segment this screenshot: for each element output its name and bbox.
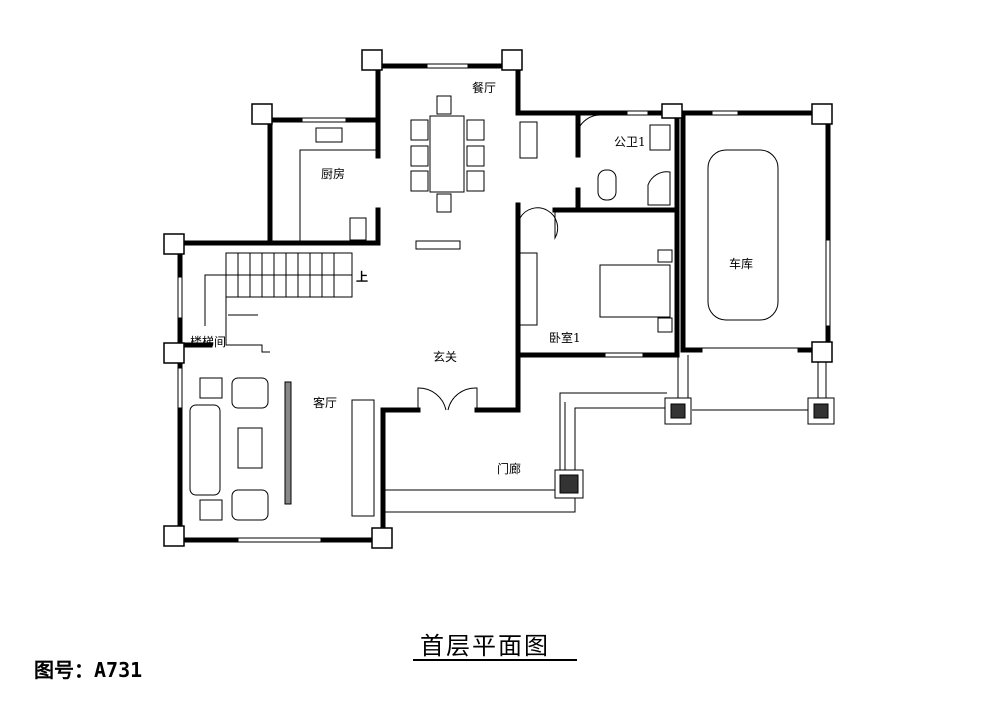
staircase: [204, 252, 353, 353]
toilet: [597, 169, 617, 201]
washbasin: [519, 121, 538, 159]
stair-up-label: 上: [356, 270, 369, 284]
room-label-stairwell: 楼梯间: [190, 335, 227, 349]
porch: [383, 355, 835, 513]
room-label-kitchen: 厨房: [321, 167, 346, 181]
windows: [177, 63, 831, 543]
bed: [599, 264, 671, 318]
dining-table: [429, 115, 465, 193]
room-label-garage: 车库: [729, 257, 754, 271]
room-label-living: 客厅: [313, 396, 338, 410]
sofa: [189, 404, 221, 496]
drawing-number: 图号：A731: [34, 658, 143, 682]
car: [707, 149, 779, 321]
corner-columns: [163, 49, 833, 549]
title-underline: [413, 659, 577, 661]
room-label-bathroom: 公卫1: [614, 135, 646, 149]
kitchen-sink: [315, 127, 343, 143]
room-label-bedroom: 卧室1: [549, 331, 581, 345]
room-label-porch: 门廊: [497, 462, 522, 476]
tv-cabinet: [351, 399, 375, 517]
room-label-foyer: 玄关: [433, 350, 458, 364]
plan-title: 首层平面图: [420, 632, 550, 660]
wardrobe: [519, 252, 538, 326]
entry-door: [417, 387, 478, 411]
furniture: [189, 95, 779, 521]
room-label-dining: 餐厅: [472, 81, 497, 95]
coffee-table: [237, 427, 263, 469]
